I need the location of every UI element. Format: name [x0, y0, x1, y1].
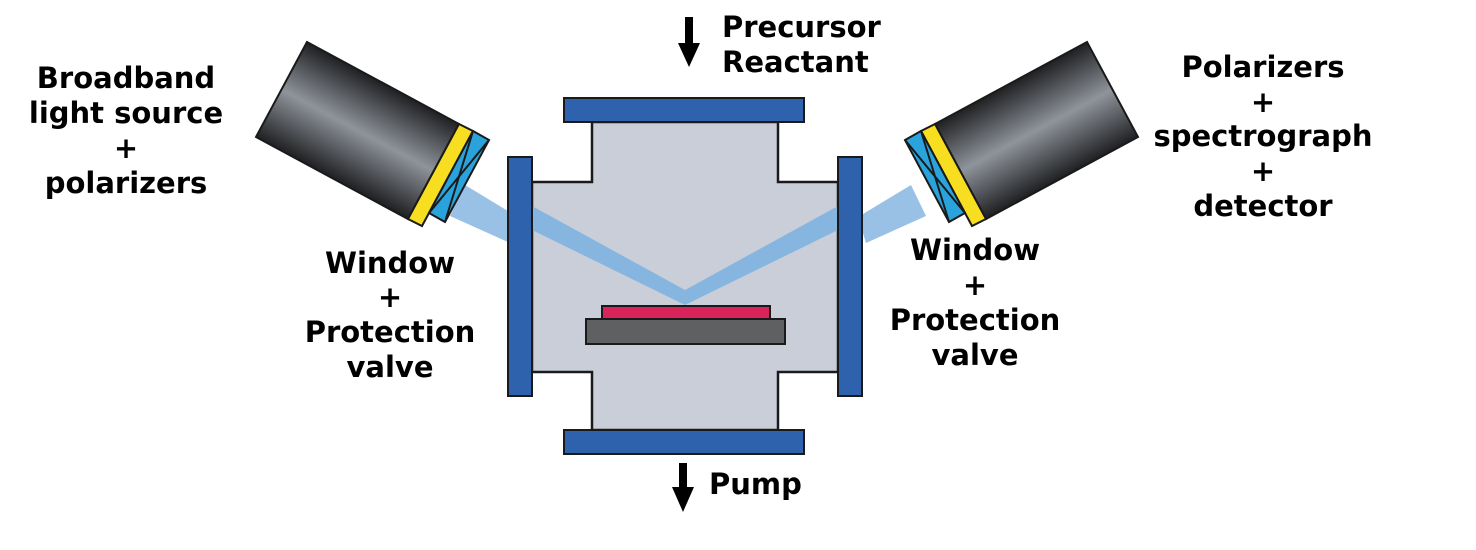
vacuum-chamber [530, 120, 840, 432]
left-window-flange [507, 156, 533, 397]
detector-label-line4: + [1251, 154, 1275, 188]
sample-substrate [601, 305, 771, 320]
source-label-line3: + [114, 131, 138, 165]
window-right-label-line3: Protection [890, 303, 1061, 337]
detector-label-line5: detector [1193, 189, 1333, 223]
outlet-label: Pump [709, 467, 802, 501]
right-collar [919, 122, 988, 228]
inlet-label-line1: Precursor [722, 10, 882, 44]
cross-mark-icon [904, 130, 966, 223]
inlet-arrow-icon [678, 17, 700, 67]
inlet-label-line2: Reactant [722, 45, 869, 79]
detector-label-line2: + [1251, 85, 1275, 119]
source-label-line2: light source [29, 96, 223, 130]
bottom-flange [563, 429, 805, 455]
detector-label-line1: Polarizers [1181, 50, 1344, 84]
sample-stage [585, 318, 786, 345]
light-beam-outer-right [858, 185, 926, 243]
right-window-flange [837, 156, 863, 397]
source-label-line1: Broadband [37, 61, 215, 95]
window-left-label-line2: + [378, 280, 402, 314]
outlet-arrow-icon [672, 463, 694, 512]
light-beam-outer-left [450, 185, 518, 243]
detector-tube [903, 40, 1140, 228]
window-right-label-line1: Window [910, 233, 1040, 267]
light-beam-reflected [685, 206, 838, 305]
source-label-line4: polarizers [45, 166, 208, 200]
light-beam-incident [532, 206, 685, 305]
window-left-label-line4: valve [347, 350, 434, 384]
window-right-label-line2: + [963, 268, 987, 302]
top-flange [563, 97, 805, 123]
window-left-label-line1: Window [325, 246, 455, 280]
window-left-label-line3: Protection [305, 315, 476, 349]
light-source-tube [254, 40, 491, 228]
left-collar [406, 122, 475, 228]
detector-label-line3: spectrograph [1153, 119, 1372, 153]
window-right-label-line4: valve [932, 338, 1019, 372]
cross-mark-icon [428, 130, 490, 223]
